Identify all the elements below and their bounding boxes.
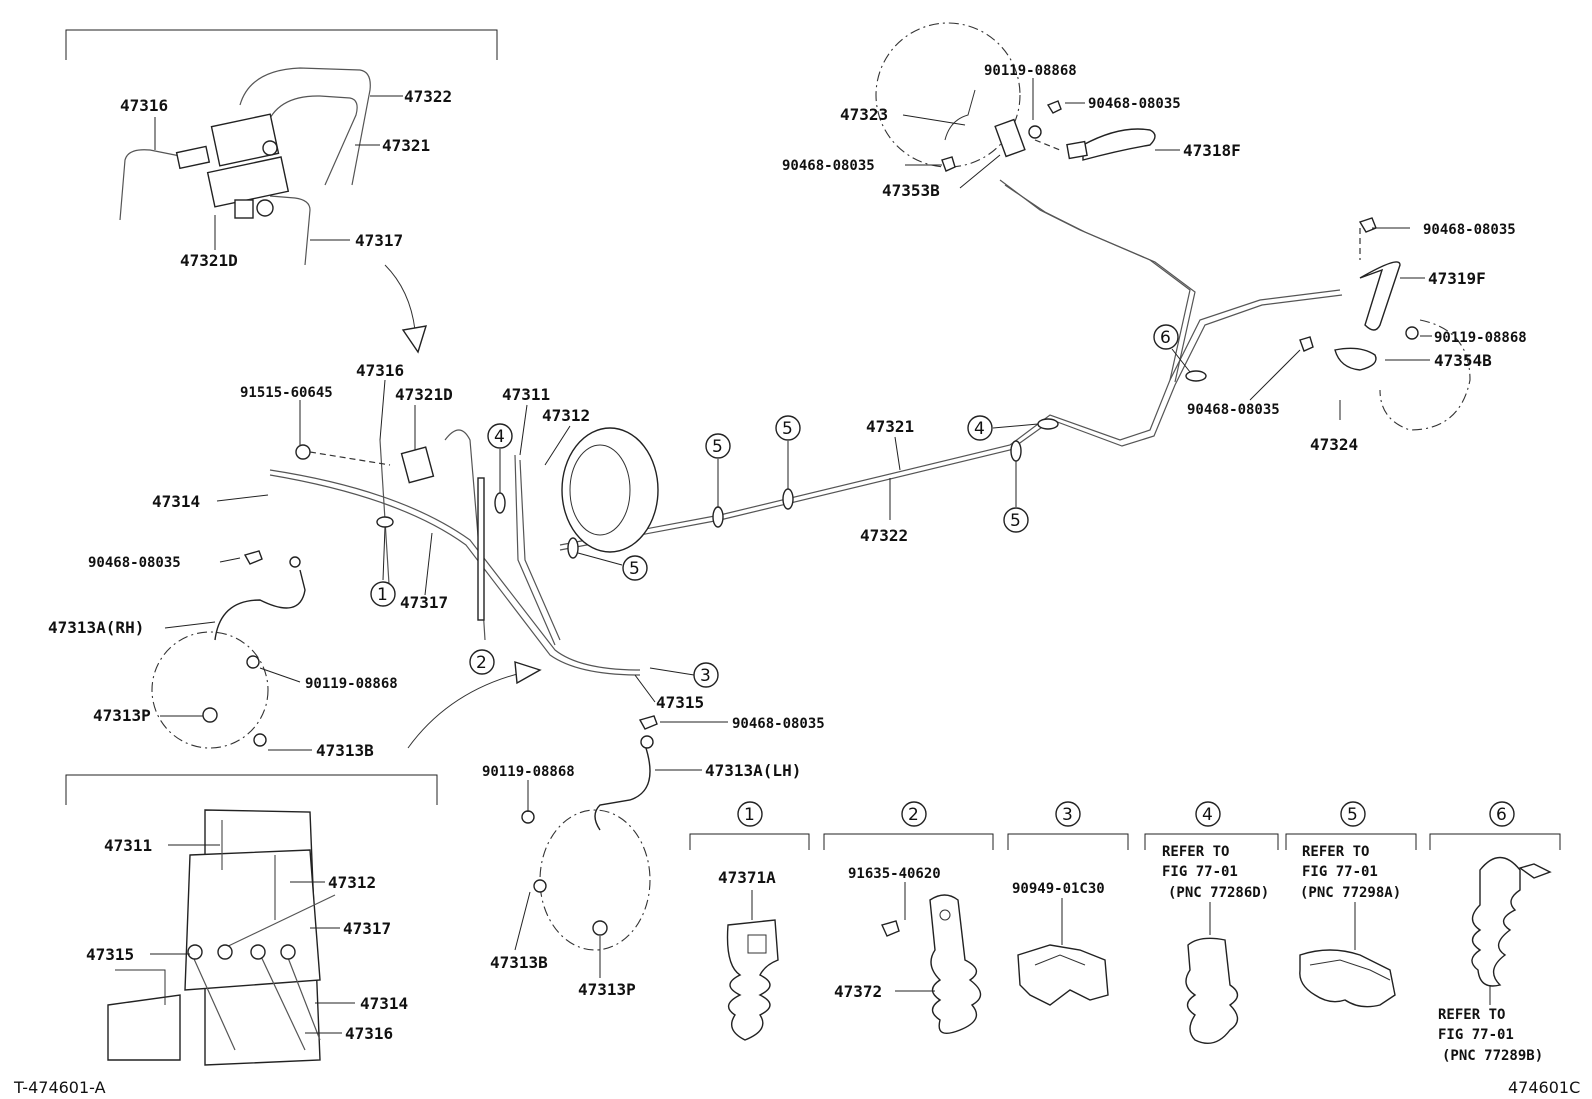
label-47322-main: 47322 [860,526,908,545]
callout-1: 1 [377,585,388,605]
callout-5b: 5 [712,437,723,457]
label-90468-left: 90468-08035 [88,555,181,571]
clamp-detail-6: 6 REFER TO FIG 77-01 (PNC 77289B) [1429,801,1561,1064]
refer-4-line1: REFER TO [1162,844,1229,860]
label-47315-main: 47315 [656,693,704,712]
clamp-detail-2: 2 91635-40620 47372 [823,801,994,1034]
label-47316-inset2: 47316 [345,1024,393,1043]
clamp-detail-4: 4 REFER TO FIG 77-01 (PNC 77286D) [1144,801,1279,1044]
callout-5c: 5 [782,419,793,439]
clamp-detail-3: 3 90949-01C30 [1007,801,1129,1006]
refer-4-line2: FIG 77-01 [1162,864,1238,880]
front-right-group: 90119-08868 90468-08035 47323 47318F 904… [782,22,1241,200]
label-47317-inset: 47317 [355,231,403,250]
main-labels: 47316 47321D 91515-60645 47311 47312 473… [48,361,914,999]
clamp-detail-number-5: 5 [1347,805,1358,825]
label-90468-mid: 90468-08035 [732,716,825,732]
label-47316-inset: 47316 [120,96,168,115]
clamp-detail-1: 1 47371A [689,801,810,1041]
label-47321D-inset: 47321D [180,251,238,270]
label-90468-left-top: 90468-08035 [782,158,875,174]
label-90468-right-top: 90468-08035 [1423,222,1516,238]
label-47315-inset: 47315 [86,945,134,964]
refer-5-pnc: (PNC 77298A) [1300,885,1401,901]
label-47354B: 47354B [1434,351,1492,370]
label-90119-top: 90119-08868 [984,63,1077,79]
label-90468-top: 90468-08035 [1088,96,1181,112]
illustration-code-left: T-474601-A [13,1078,106,1097]
label-47322-inset: 47322 [404,87,452,106]
label-90119-left: 90119-08868 [305,676,398,692]
label-47317-inset2: 47317 [343,919,391,938]
callout-6: 6 [1160,328,1171,348]
label-47371A: 47371A [718,868,776,887]
clamp-detail-number-2: 2 [908,805,919,825]
label-47313P-mid: 47313P [578,980,636,999]
label-47313A-LH: 47313A(LH) [705,761,801,780]
rear-right-group: 90468-08035 47319F 90119-08868 47354B 90… [1187,217,1527,454]
label-91635: 91635-40620 [848,866,941,882]
proportioning-valve [175,113,290,219]
refer-6-line1: REFER TO [1438,1007,1505,1023]
label-91515: 91515-60645 [240,385,333,401]
label-90119-right: 90119-08868 [1434,330,1527,346]
clamp-detail-number-1: 1 [744,805,755,825]
main-tube-runs [151,179,1343,951]
clamp-markers [376,370,1207,559]
label-47312-inset: 47312 [328,873,376,892]
refer-5-line2: FIG 77-01 [1302,864,1378,880]
label-47313B-mid: 47313B [490,953,548,972]
label-47316-main: 47316 [356,361,404,380]
label-47314-main: 47314 [152,492,200,511]
clamp-detail-number-4: 4 [1202,805,1213,825]
valve-inset: 47316 47322 47321 47317 47321D [65,29,498,354]
label-47323: 47323 [840,105,888,124]
label-47313P-left: 47313P [93,706,151,725]
callout-3: 3 [700,666,711,686]
label-47317-main: 47317 [400,593,448,612]
label-90119-mid: 90119-08868 [482,764,575,780]
label-90468-right-mid: 90468-08035 [1187,402,1280,418]
callout-5d: 5 [1010,511,1021,531]
label-47318F: 47318F [1183,141,1241,160]
clamp-callouts: 1 2 3 4 4 5 5 5 5 6 [370,324,1191,688]
label-47311-inset: 47311 [104,836,152,855]
label-47314-inset: 47314 [360,994,408,1013]
callout-4b: 4 [974,419,985,439]
label-47321-main: 47321 [866,417,914,436]
label-47311-main: 47311 [502,385,550,404]
label-47312-main: 47312 [542,406,590,425]
label-47313A-RH: 47313A(RH) [48,618,144,637]
illustration-code-right: 474601C [1508,1078,1580,1097]
refer-6-pnc: (PNC 77289B) [1442,1048,1543,1064]
label-47321-inset: 47321 [382,136,430,155]
label-47324: 47324 [1310,435,1358,454]
callout-2: 2 [476,653,487,673]
label-47353B: 47353B [882,181,940,200]
label-47372: 47372 [834,982,882,1001]
refer-4-pnc: (PNC 77286D) [1168,885,1269,901]
callout-5a: 5 [629,559,640,579]
label-90949: 90949-01C30 [1012,881,1105,897]
label-47313B-left: 47313B [316,741,374,760]
label-47321D-main: 47321D [395,385,453,404]
clamp-detail-number-3: 3 [1062,805,1073,825]
clamp-detail-5: 5 REFER TO FIG 77-01 (PNC 77298A) [1285,801,1417,1008]
refer-5-line1: REFER TO [1302,844,1369,860]
label-47319F: 47319F [1428,269,1486,288]
bracket-inset: 47311 47312 47317 47315 47314 47316 [65,774,438,1066]
callout-4a: 4 [494,427,505,447]
clamp-detail-number-6: 6 [1496,805,1507,825]
refer-6-line2: FIG 77-01 [1438,1027,1514,1043]
